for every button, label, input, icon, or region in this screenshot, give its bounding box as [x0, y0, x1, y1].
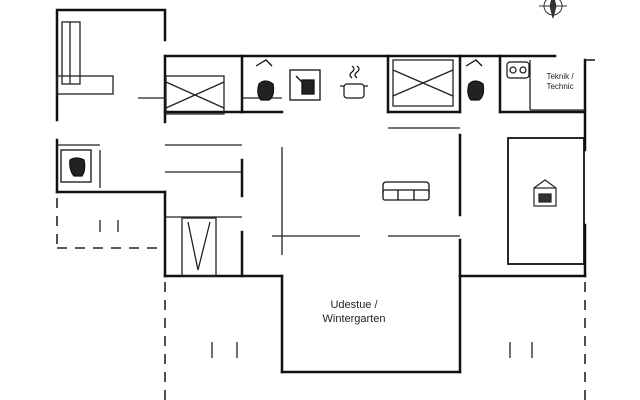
sofa-icon: [382, 181, 430, 201]
fireplace-icon: [533, 179, 557, 207]
dashed-outline: [56, 59, 600, 400]
shower-icon: [289, 69, 321, 101]
room-label-teknik: Teknik / Technic: [534, 72, 586, 92]
thin-lines: [56, 21, 585, 358]
sink-icon: [255, 59, 275, 101]
toilet-icon: [465, 59, 485, 101]
room-label-teknik-line2: Technic: [546, 82, 574, 91]
room-label-teknik-line1: Teknik /: [546, 72, 574, 81]
toilet-icon: [60, 149, 92, 183]
room-label-udestue: Udestue / Wintergarten: [312, 299, 396, 327]
stove-icon: [340, 65, 368, 99]
room-label-udestue-line1: Udestue /: [330, 299, 378, 311]
washer-icon: [506, 61, 530, 79]
compass-icon: [539, 0, 567, 19]
room-label-udestue-line2: Wintergarten: [322, 312, 386, 325]
walls: [55, 8, 587, 374]
